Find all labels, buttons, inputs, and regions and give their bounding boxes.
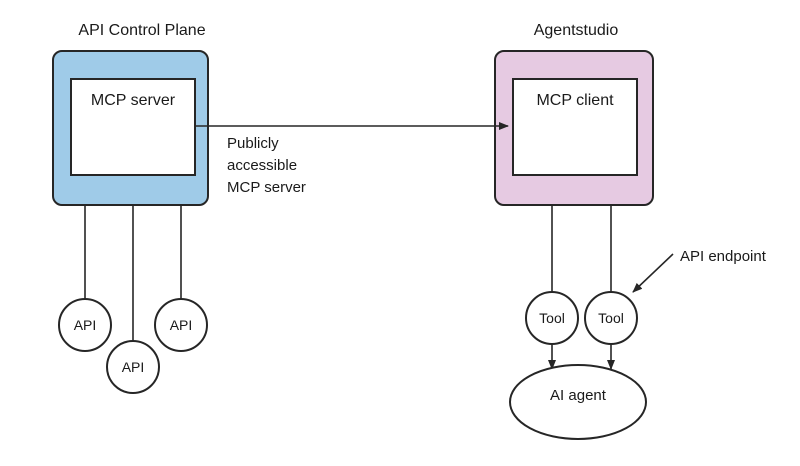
mcp-server-box	[70, 78, 196, 176]
api-endpoint-note-label: API endpoint	[680, 248, 767, 265]
connector-api-endpoint-pointer	[632, 253, 674, 293]
mcp-client-box	[512, 78, 638, 176]
publicly-accessible-note-line-2: accessible	[227, 157, 297, 174]
api-control-plane-title: API Control Plane	[78, 22, 205, 39]
mcp-server-label: MCP server	[91, 92, 176, 109]
publicly-accessible-note-line-3: MCP server	[227, 179, 306, 196]
api-circle-3	[154, 298, 208, 352]
api-circle-2	[106, 340, 160, 394]
publicly-accessible-note-line-1: Publicly	[227, 135, 279, 152]
api-circle-3-label: API	[170, 317, 193, 333]
tool-circle-1-label: Tool	[539, 310, 565, 326]
mcp-client-label: MCP client	[536, 92, 614, 109]
api-circle-1	[58, 298, 112, 352]
ai-agent-label: AI agent	[550, 387, 607, 404]
api-circle-2-label: API	[122, 359, 145, 375]
tool-circle-2-label: Tool	[598, 310, 624, 326]
agentstudio-title: Agentstudio	[534, 22, 619, 39]
ai-agent-ellipse	[509, 364, 647, 440]
api-circle-1-label: API	[74, 317, 97, 333]
